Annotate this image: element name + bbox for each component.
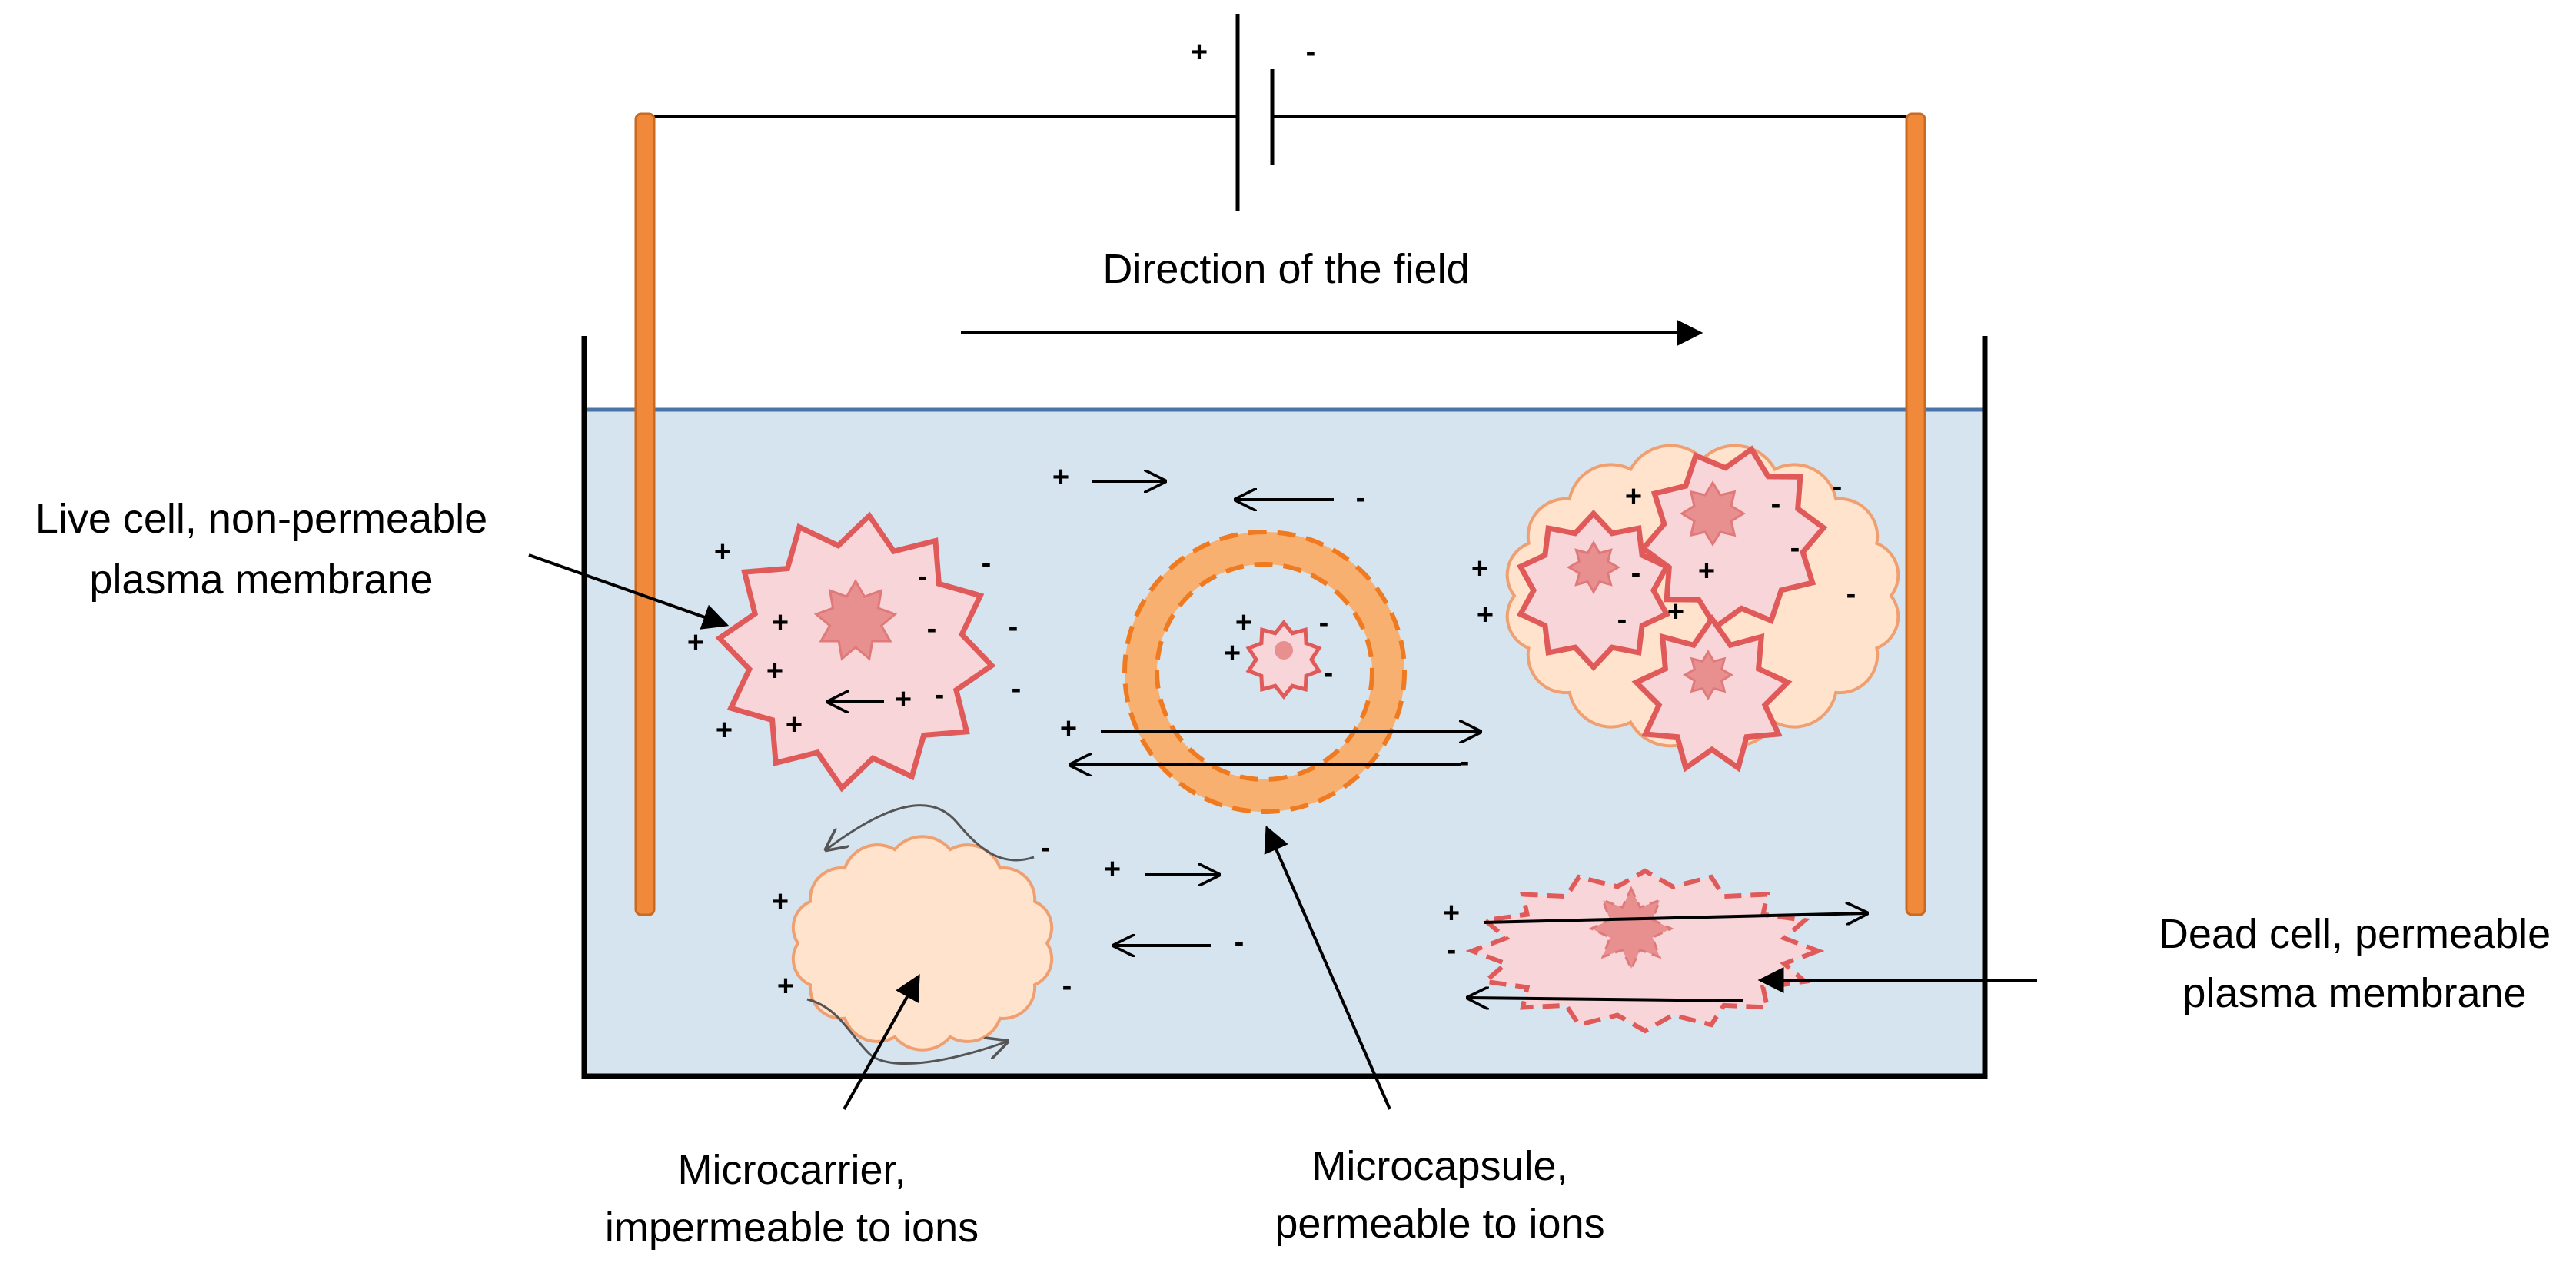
- cation-sign: +: [714, 536, 731, 568]
- microcarrier-label-line-2: impermeable to ions: [605, 1205, 979, 1251]
- anion-sign: -: [1062, 970, 1072, 1002]
- cation-sign: +: [1625, 480, 1642, 513]
- aggregate-cell-3-nucleus: [1683, 650, 1733, 700]
- anion-sign: -: [1833, 470, 1843, 503]
- dead-cell-label-line-2: plasma membrane: [2182, 970, 2526, 1016]
- cell-aggregate: [1505, 444, 1900, 773]
- dead-cell-anion-arrow: [1468, 998, 1744, 1001]
- cation-sign: +: [772, 886, 789, 918]
- cation-sign: +: [1060, 713, 1077, 745]
- cation-sign: +: [1471, 553, 1488, 585]
- aggregate-cell-2-nucleus: [1680, 480, 1746, 547]
- anion-sign: -: [1790, 532, 1800, 564]
- anion-sign: -: [1771, 488, 1781, 520]
- ion-flow-arrows: [806, 481, 1866, 1065]
- anion-sign: -: [1460, 746, 1470, 778]
- live-cell-pointer: [528, 553, 730, 630]
- anion-sign: -: [1846, 578, 1856, 610]
- cation-sign: +: [1235, 607, 1252, 639]
- callout-arrows: [528, 553, 2037, 1110]
- anion-sign: -: [1041, 832, 1051, 864]
- anion-sign: -: [918, 560, 928, 593]
- anion-sign: -: [927, 613, 937, 645]
- cation-sign: +: [777, 970, 794, 1002]
- anion-sign: -: [1009, 611, 1019, 643]
- microcarrier-anion-flow-arrow: [826, 804, 1035, 862]
- cation-sign: +: [1052, 461, 1069, 494]
- live-cell-label-line-2: plasma membrane: [89, 557, 433, 603]
- cation-sign: +: [1104, 853, 1121, 886]
- anion-sign: -: [982, 547, 992, 580]
- cation-sign: +: [1443, 897, 1460, 929]
- anion-sign: -: [1235, 926, 1245, 959]
- left-electrode: [634, 112, 656, 916]
- live-cell-nucleus: [813, 578, 898, 661]
- microcarrier: [791, 835, 1054, 1052]
- dead-cell-nucleus: [1588, 886, 1674, 972]
- microcapsule-pointer: [1264, 825, 1391, 1110]
- anion-sign: -: [1319, 607, 1329, 639]
- battery-plus-sign: +: [1191, 36, 1208, 68]
- cation-sign: +: [786, 709, 803, 741]
- dead-cell-cation-arrow: [1483, 913, 1866, 922]
- cation-sign: +: [1667, 596, 1684, 628]
- dead-cell: [1465, 868, 1825, 1034]
- cation-sign: +: [1698, 555, 1715, 587]
- ion-charge-signs: +-+++++++------++--+-+++++------+-++--+-: [687, 461, 1856, 1002]
- anion-sign: -: [1631, 557, 1641, 590]
- dead-cell-label-line-1: Dead cell, permeable: [2159, 911, 2551, 957]
- cation-sign: +: [1224, 637, 1241, 670]
- microcapsule-label-line-1: Microcapsule,: [1311, 1143, 1567, 1189]
- live-cell: [715, 511, 996, 793]
- battery-icon: [1235, 14, 1275, 211]
- cation-sign: +: [716, 714, 733, 746]
- microcarrier-pointer: [843, 974, 920, 1110]
- cation-sign: +: [766, 655, 783, 687]
- anion-sign: -: [1356, 482, 1366, 514]
- battery-minus-sign: -: [1306, 36, 1316, 68]
- anion-sign: -: [1447, 934, 1457, 966]
- right-electrode: [1905, 112, 1926, 916]
- cation-sign: +: [772, 607, 789, 639]
- anion-sign: -: [1617, 603, 1627, 636]
- microcarrier-label-line-1: Microcarrier,: [677, 1147, 906, 1193]
- field-direction-label: Direction of the field: [1102, 246, 1469, 292]
- container: [581, 336, 1988, 1079]
- aggregate-cell-1-nucleus: [1566, 540, 1621, 595]
- microcapsule-label-line-2: permeable to ions: [1275, 1201, 1604, 1247]
- cation-sign: +: [687, 627, 704, 659]
- anion-sign: -: [1324, 657, 1334, 690]
- anion-sign: -: [1012, 673, 1022, 705]
- cation-sign: +: [1477, 599, 1494, 631]
- live-cell-membrane: [715, 511, 996, 793]
- cation-sign: +: [895, 683, 912, 716]
- microcarrier-cation-flow-arrow: [806, 998, 1007, 1065]
- microcapsule: [1122, 530, 1407, 814]
- anion-sign: -: [935, 679, 945, 711]
- live-cell-label-line-1: Live cell, non-permeable: [35, 496, 487, 542]
